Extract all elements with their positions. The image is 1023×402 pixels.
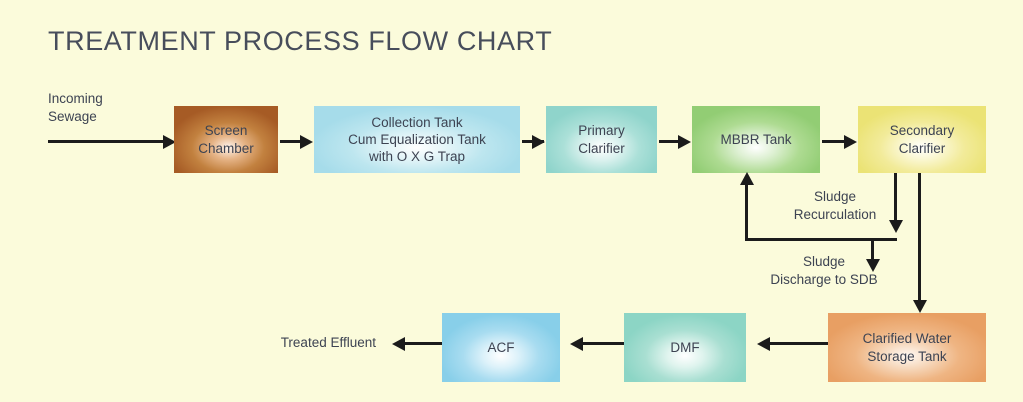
label-incoming-sewage: Incoming Sewage [48,91,103,124]
node-collection-tank[interactable]: Collection Tank Cum Equalization Tank wi… [314,106,520,173]
arrowhead-collection-to-primary [532,135,545,149]
connector-incoming-to-screen [48,140,165,143]
connector-sludge-discharge-down [871,238,874,265]
arrowhead-incoming-to-screen [163,135,176,149]
label-sludge-discharge: Sludge Discharge to SDB [770,254,878,287]
node-clarified-water-storage-tank[interactable]: Clarified Water Storage Tank [828,313,986,382]
node-acf-label: ACF [487,339,515,355]
node-mbbr-tank[interactable]: MBBR Tank [692,106,820,173]
node-dmf[interactable]: DMF [624,313,746,382]
arrowhead-storage-to-dmf [757,337,770,351]
connector-primary-to-mbbr [659,140,681,143]
connector-screen-to-collection [280,140,302,143]
node-collection-tank-label: Collection Tank Cum Equalization Tank wi… [348,114,486,165]
connector-secondary-sludge-down [894,173,897,226]
arrowhead-secondary-sludge-down [889,220,903,233]
page-title: TREATMENT PROCESS FLOW CHART [48,26,553,56]
arrowhead-mbbr-to-secondary [844,135,857,149]
arrowhead-secondary-to-storage [913,300,927,313]
node-secondary-clarifier-label: Secondary Clarifier [889,123,955,156]
node-clarified-water-storage-tank-label: Clarified Water Storage Tank [862,331,952,364]
label-sludge-recirculation: Sludge Recurculation [793,189,877,222]
arrowhead-dmf-to-acf [570,337,583,351]
connector-secondary-to-storage [918,173,921,309]
connector-sludge-recirculation-up [745,182,748,240]
node-primary-clarifier[interactable]: Primary Clarifier [546,106,657,173]
node-screen-chamber-label: Screen Chamber [198,123,254,156]
connector-storage-to-dmf [762,342,828,345]
arrowhead-primary-to-mbbr [678,135,691,149]
node-acf[interactable]: ACF [442,313,560,382]
node-mbbr-tank-label: MBBR Tank [720,131,792,147]
connector-dmf-to-acf [578,342,624,345]
node-primary-clarifier-label: Primary Clarifier [578,123,625,156]
arrowhead-acf-to-effluent [392,337,405,351]
arrowhead-sludge-recirculation-into-mbbr [740,172,754,185]
arrowhead-screen-to-collection [300,135,313,149]
connector-mbbr-to-secondary [822,140,844,143]
arrowhead-sludge-discharge [866,259,880,272]
node-dmf-label: DMF [670,339,700,355]
connector-sludge-recirculation-horizontal [745,238,897,241]
node-secondary-clarifier[interactable]: Secondary Clarifier [858,106,986,173]
label-treated-effluent: Treated Effluent [280,335,376,350]
connector-acf-to-effluent [404,342,442,345]
node-screen-chamber[interactable]: Screen Chamber [174,106,278,173]
